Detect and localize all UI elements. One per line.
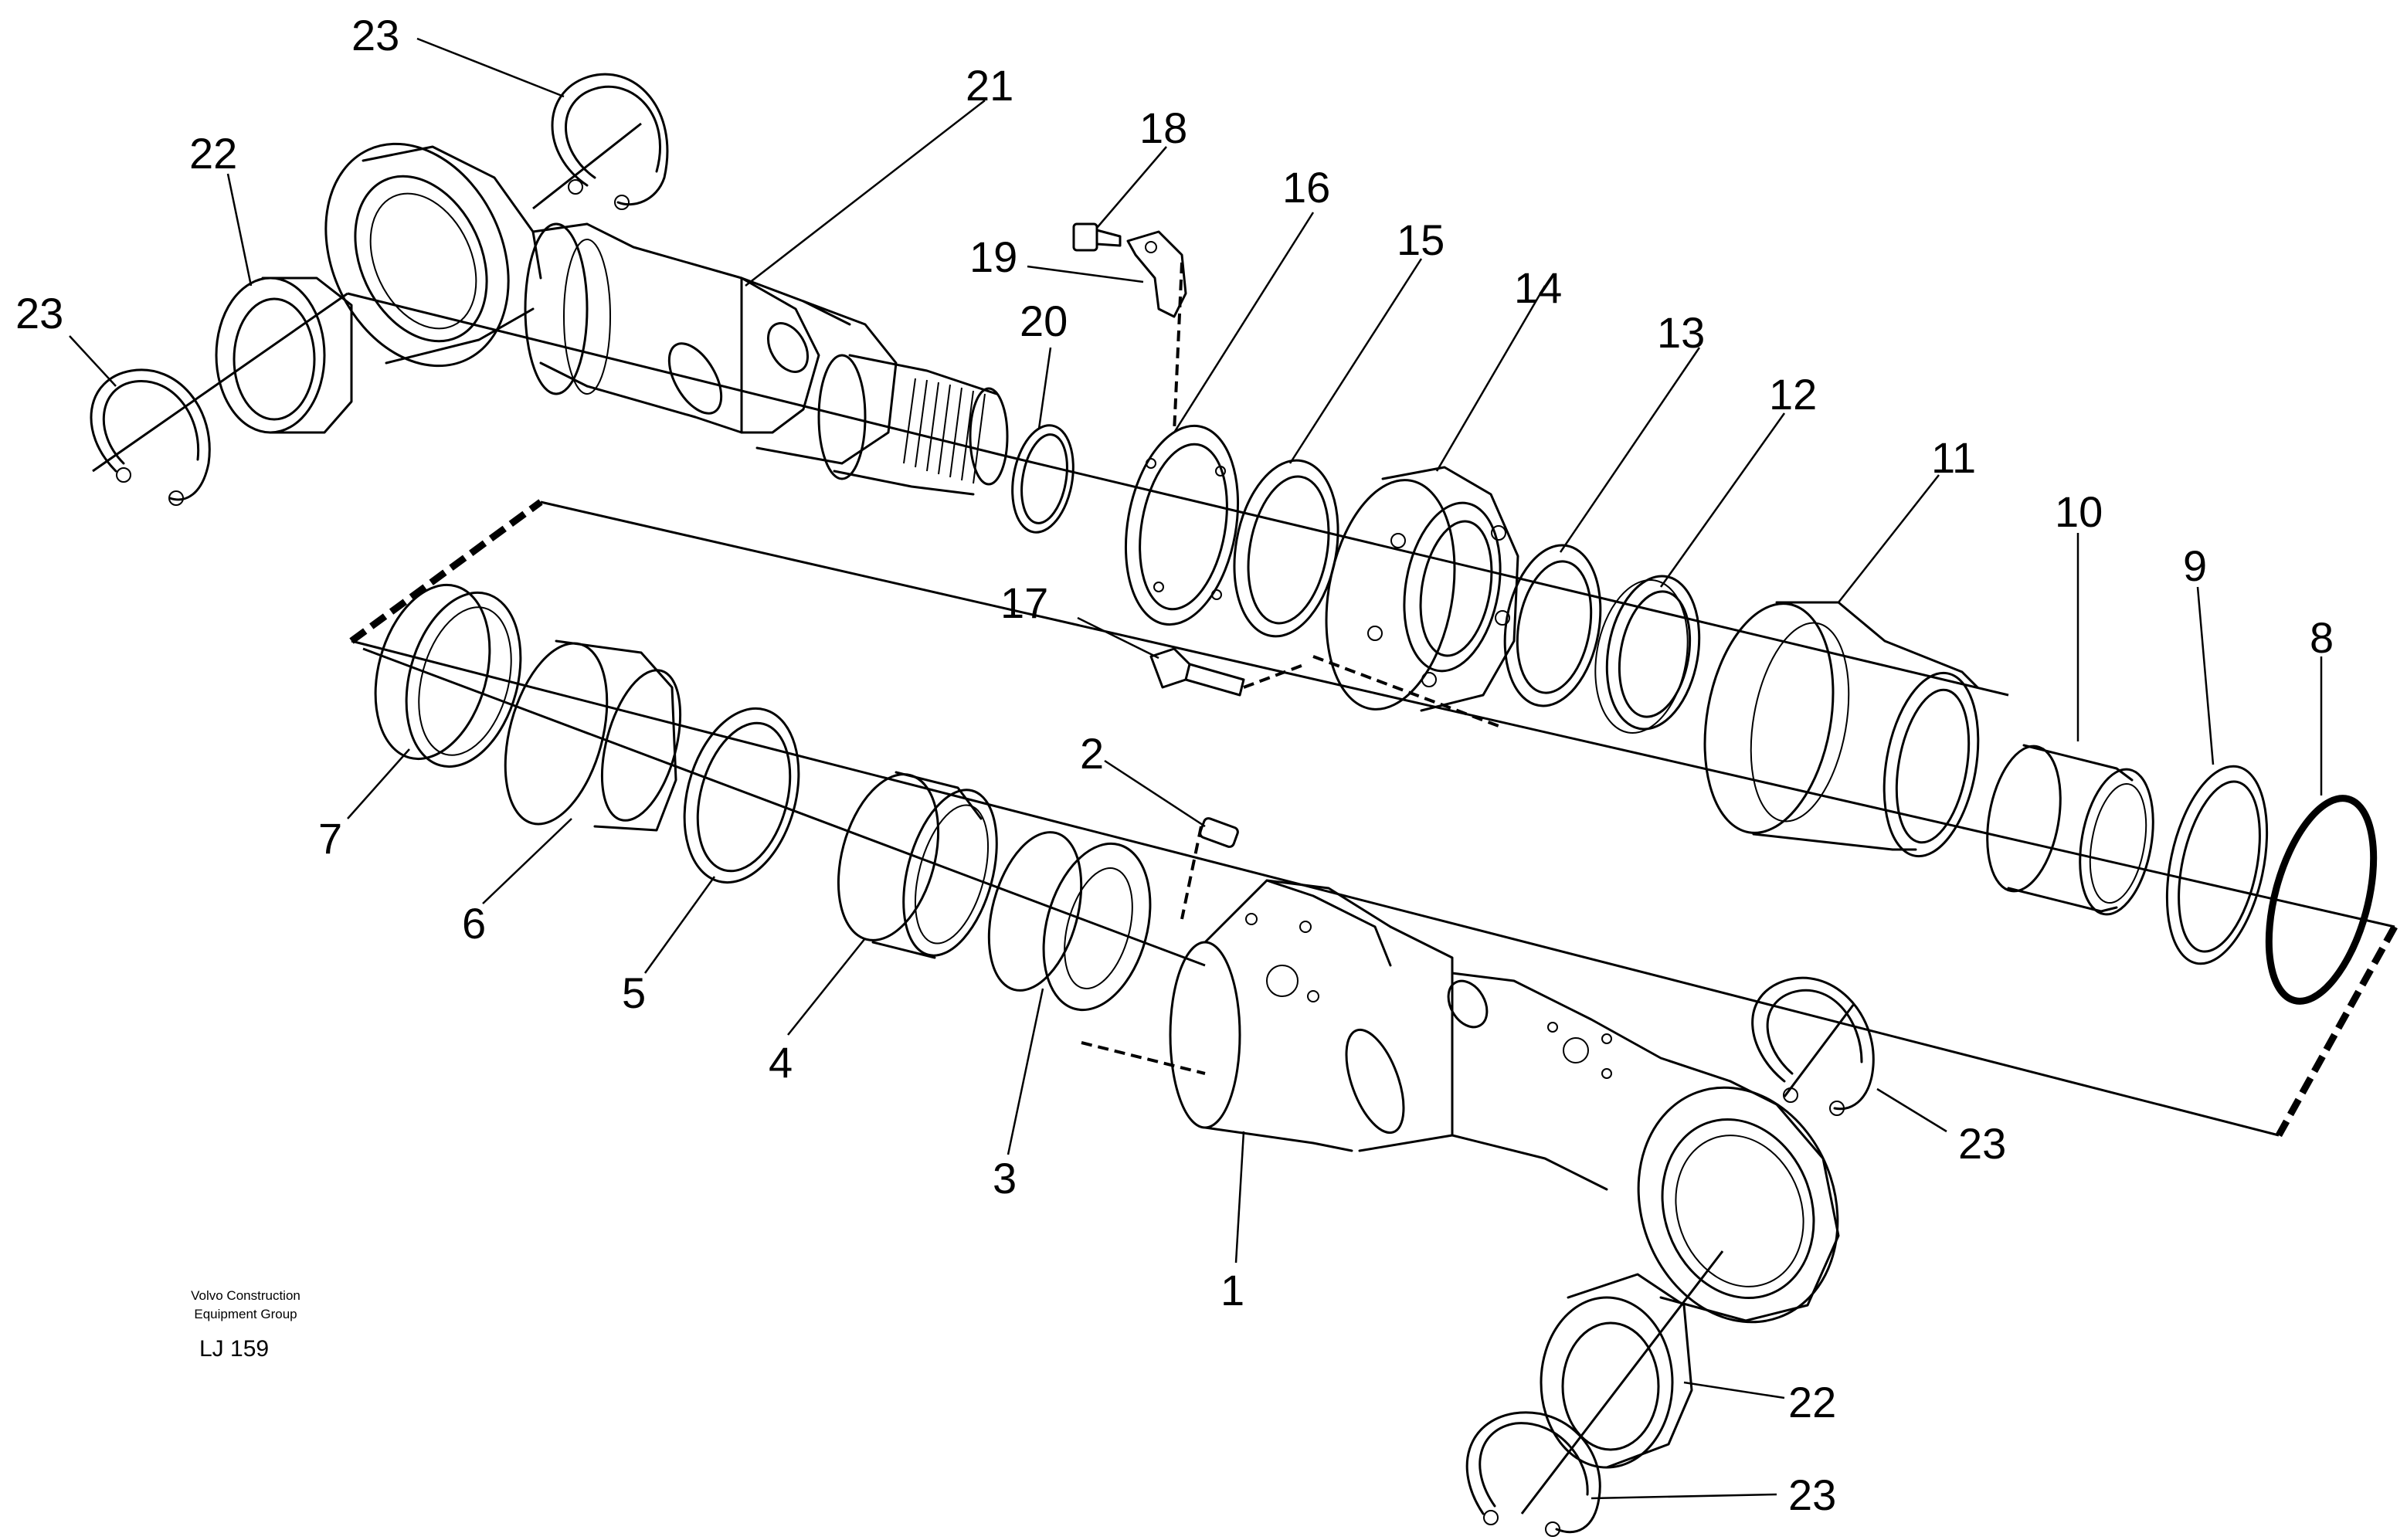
thread-lines: [903, 378, 986, 484]
callout-3: 3: [993, 1154, 1017, 1202]
ring-part-7: [374, 583, 522, 768]
callout-18: 18: [1139, 103, 1187, 152]
assembly-guide-line: [540, 500, 2395, 928]
ring-part-5: [683, 707, 800, 884]
bushing-part-22-upper: [215, 276, 353, 434]
callout-8: 8: [2310, 613, 2334, 662]
company-caption-line-2: Equipment Group: [194, 1307, 297, 1321]
company-caption-line-1: Volvo Construction: [191, 1288, 300, 1303]
callout-23: 23: [15, 289, 63, 338]
spacer-plate-part-16: [1124, 424, 1240, 626]
leader-lines: [69, 37, 2323, 1500]
callout-11: 11: [1931, 433, 1976, 482]
bolt-part-18: [1072, 222, 1122, 252]
plug-assembly-path: [1180, 826, 1203, 920]
seal-ring-part-20: [1011, 424, 1074, 534]
circlip-part-23-upper-left: [90, 368, 211, 506]
callout-19: 19: [969, 232, 1017, 281]
seal-part-12: [1594, 575, 1701, 734]
piston-part-14: [1325, 466, 1519, 712]
cylinder-tube-part-1: [1169, 879, 1840, 1324]
piston-rod-eye-part-21: [324, 142, 1009, 496]
seal-ring-part-15: [1233, 459, 1339, 638]
callout-17: 17: [1000, 578, 1048, 627]
screw-assembly-path: [1243, 655, 1499, 728]
caption-block: Volvo Construction Equipment Group LJ 15…: [191, 1288, 300, 1362]
callout-23: 23: [1788, 1470, 1836, 1519]
assembly-guide-line-lower: [351, 639, 2280, 1137]
lower-eye-axis-bottom: [1520, 1250, 1724, 1515]
circlip-part-23-lower-upper: [1751, 976, 1875, 1116]
callout-16: 16: [1282, 163, 1330, 212]
assembly-bracket-top-left: [349, 499, 543, 644]
callout-4: 4: [769, 1038, 793, 1087]
callout-5: 5: [622, 968, 646, 1017]
stop-ring-part-3: [987, 831, 1152, 1012]
callout-23: 23: [1958, 1119, 2006, 1168]
circlip-part-23-upper-right: [551, 73, 669, 210]
callout-6: 6: [462, 899, 486, 948]
bushing-part-4: [837, 771, 998, 959]
callout-22: 22: [189, 129, 237, 178]
lower-eye-axis-top: [1783, 1003, 1855, 1097]
upper-assembly-axis: [92, 292, 2009, 697]
plug-part-2: [1199, 817, 1239, 848]
tube-hidden-line: [1081, 1041, 1206, 1075]
screw-part-17: [1149, 647, 1245, 697]
callout-2: 2: [1080, 729, 1104, 778]
callout-22: 22: [1788, 1378, 1836, 1426]
callout-13: 13: [1657, 308, 1705, 357]
assembly-bracket-bottom-right: [2276, 924, 2398, 1138]
cylinder-head-part-11: [1703, 601, 1980, 858]
bushing-part-22-lower: [1540, 1273, 1693, 1469]
ring-part-9: [2165, 765, 2269, 965]
guide-part-6: [504, 639, 682, 832]
seal-part-13: [1503, 544, 1602, 707]
guide-bushing-part-10: [1986, 744, 2154, 916]
callout-14: 14: [1514, 263, 1562, 312]
circlip-part-23-lower-bottom: [1465, 1411, 1601, 1537]
rod-eye-axis-line: [532, 122, 642, 210]
retaining-ring-part-8: [2265, 795, 2378, 1005]
callout-23: 23: [351, 11, 399, 59]
drawing-number: LJ 159: [199, 1336, 269, 1362]
callout-1: 1: [1220, 1266, 1244, 1314]
lock-plate-assembly-path: [1173, 262, 1183, 433]
callout-7: 7: [318, 814, 342, 863]
callout-21: 21: [966, 61, 1013, 110]
callout-15: 15: [1397, 215, 1445, 264]
callout-20: 20: [1020, 297, 1068, 345]
lower-assembly-axis: [362, 647, 1206, 967]
callout-labels: 23 22 23 21 18 19 16 20 15 14 13 12 11 1…: [15, 11, 2334, 1519]
callout-12: 12: [1769, 370, 1817, 419]
callout-9: 9: [2183, 541, 2207, 590]
lock-plate-part-19: [1126, 230, 1187, 318]
callout-10: 10: [2055, 487, 2103, 536]
